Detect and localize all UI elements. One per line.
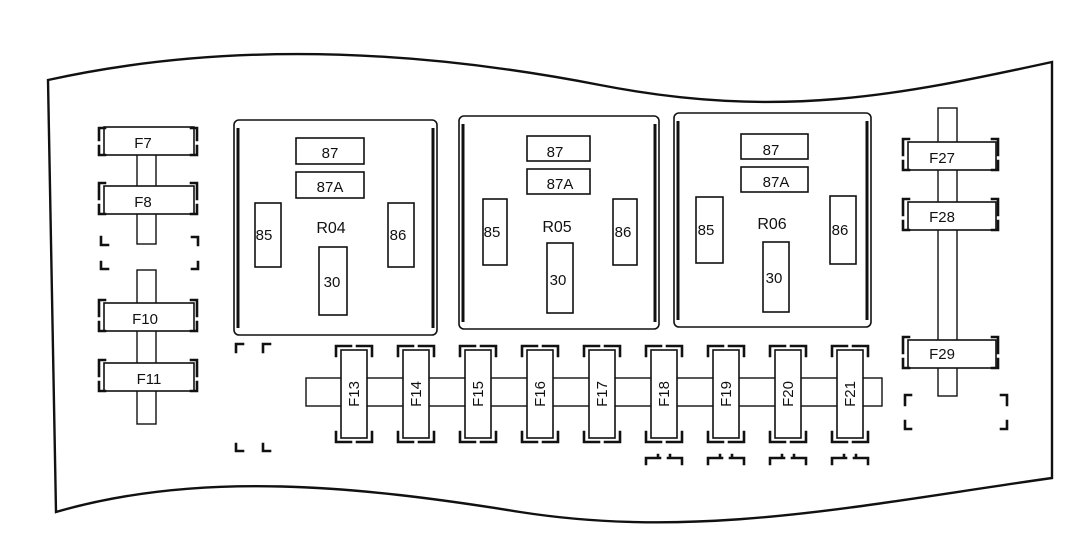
left-fuse-column: F7 F8 F10 F11 [97,126,200,425]
fuse-label: F20 [780,381,797,407]
fuse-f29[interactable]: F29 [901,335,1000,370]
empty-fuse-clip [644,453,684,466]
right-bus [937,107,958,397]
fuse-label: F14 [408,381,425,407]
fuse-label: F16 [532,381,549,407]
empty-fuse-clip [706,453,746,466]
fuse-label: F15 [470,381,487,407]
relay-pin-87: 87 [763,142,780,159]
relay-r06[interactable]: 87 87A 85 86 30 R06 [673,112,872,328]
fuse-f13[interactable]: F13 [334,344,374,444]
relay-id: R05 [542,219,571,236]
relay-pin-30: 30 [766,270,783,287]
relay-r04[interactable]: 87 87A 85 86 30 R04 [233,119,438,336]
relay-pin-85: 85 [256,227,273,244]
relay-id: R06 [757,216,786,233]
empty-fuse-clip [234,342,272,453]
fuse-f10[interactable]: F10 [97,298,199,333]
fuse-f20[interactable]: F20 [768,344,808,444]
relay-pin-30: 30 [324,274,341,291]
relay-pin-85: 85 [484,224,501,241]
fuse-f19[interactable]: F19 [706,344,746,444]
relay-pin-30: 30 [550,272,567,289]
empty-fuse-clip [903,393,1009,431]
relay-r05[interactable]: 87 87A 85 86 30 R05 [458,115,660,330]
fuse-f15[interactable]: F15 [458,344,498,444]
fuse-f14[interactable]: F14 [396,344,436,444]
relay-id: R04 [316,220,345,237]
relay-pin-87a: 87A [317,179,344,196]
fuse-label: F19 [718,381,735,407]
fuse-label: F11 [137,371,162,388]
left-bus-lower [136,269,157,425]
fuse-label: F10 [132,311,158,328]
fuse-label: F17 [594,381,611,407]
fuse-label: F7 [134,135,152,152]
fuse-f18[interactable]: F18 [644,344,684,444]
fuse-f8[interactable]: F8 [97,181,199,216]
relay-pin-87a: 87A [547,176,574,193]
fuse-label: F8 [134,194,152,211]
fuse-f11[interactable]: F11 [97,358,199,393]
fuse-f7[interactable]: F7 [97,126,199,157]
fuse-label: F28 [929,209,955,226]
relay-pin-87: 87 [547,144,564,161]
relay-pin-85: 85 [698,222,715,239]
empty-fuse-clip [99,235,200,271]
fuse-label: F13 [346,381,363,407]
relay-pin-87: 87 [322,145,339,162]
relay-pin-86: 86 [390,227,407,244]
fuse-f28[interactable]: F28 [901,197,1000,232]
relay-pin-86: 86 [832,222,849,239]
fuse-f27[interactable]: F27 [901,137,1000,172]
relay-pin-86: 86 [615,224,632,241]
relay-pin-87a: 87A [763,174,790,191]
right-fuse-column: F27 F28 F29 [901,107,1009,431]
fuse-label: F27 [929,150,955,167]
fuse-label: F29 [929,346,955,363]
bottom-fuse-row: F13 F14 F15 F16 F17 F18 F19 F20 F21 [305,344,883,466]
empty-fuse-clip [768,453,808,466]
empty-fuse-clip [830,453,870,466]
fuse-label: F18 [656,381,673,407]
fuse-f17[interactable]: F17 [582,344,622,444]
fuse-label: F21 [842,381,859,407]
fuse-f21[interactable]: F21 [830,344,870,444]
fuse-f16[interactable]: F16 [520,344,560,444]
